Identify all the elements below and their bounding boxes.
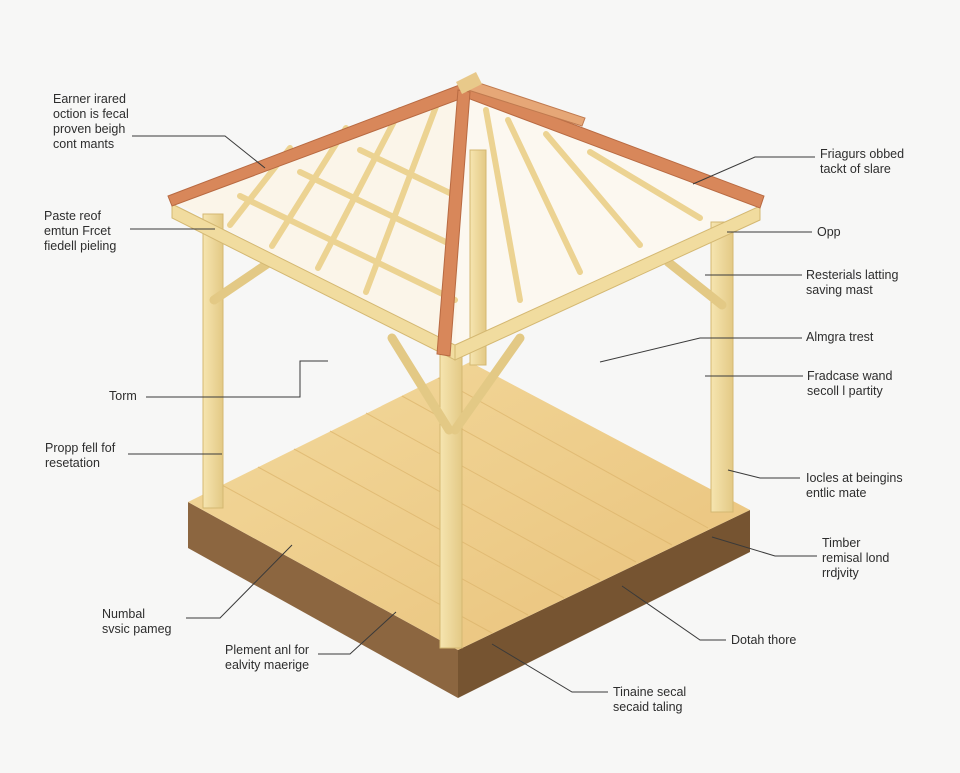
label-l5: Numbal svsic pameg: [102, 607, 172, 636]
deck-side-right: [458, 510, 750, 698]
leader-l1: [132, 135, 266, 169]
roof-panels: [172, 88, 760, 352]
post-front-left: [202, 213, 224, 509]
ridge-cap: [456, 72, 482, 94]
post-front-center: [439, 345, 463, 649]
leader-l6: [318, 611, 397, 655]
label-r6: Iocles at beingins entlic mate: [806, 471, 903, 500]
post-front-right: [710, 221, 734, 513]
leader-r8: [621, 585, 726, 641]
label-r2: Opp: [817, 225, 841, 239]
label-r4: Almgra trest: [806, 330, 874, 344]
label-l6: Plement anl for ealvity maerige: [225, 643, 310, 672]
label-l4: Propp fell fof resetation: [45, 441, 116, 470]
roof-purlins: [227, 93, 703, 303]
leader-r1: [692, 156, 815, 185]
leader-r9: [491, 643, 608, 693]
label-r8: Dotah thore: [731, 633, 797, 647]
leader-r7: [711, 536, 817, 557]
label-r1: Friagurs obbed tackt of slare: [820, 147, 905, 176]
braces: [209, 257, 727, 435]
leader-r4: [599, 337, 802, 363]
label-r3: Resterials latting saving mast: [806, 268, 899, 297]
deck-platform: [188, 362, 750, 698]
leader-l3: [146, 360, 328, 398]
eave-beams: [171, 203, 761, 361]
label-r9: Tinaine secal secaid taling: [613, 685, 687, 714]
label-r7: Timber remisal lond rrdjvity: [822, 536, 890, 580]
posts: [202, 213, 734, 649]
leader-l5: [186, 544, 293, 619]
post-back: [469, 149, 487, 366]
label-l1: Earner irared oction is fecal proven bei…: [53, 92, 129, 151]
leader-r6: [727, 469, 800, 479]
deck-side-left: [188, 502, 458, 698]
label-r5: Fradcase wand secoll l partity: [807, 369, 893, 398]
deck-planks: [221, 377, 709, 634]
leader-lines: [128, 135, 817, 693]
deck-top: [188, 362, 750, 650]
beam-right: [454, 205, 761, 361]
label-l3: Torm: [109, 389, 137, 403]
label-l2: Paste reof emtun Frcet fiedell pieling: [44, 209, 117, 253]
